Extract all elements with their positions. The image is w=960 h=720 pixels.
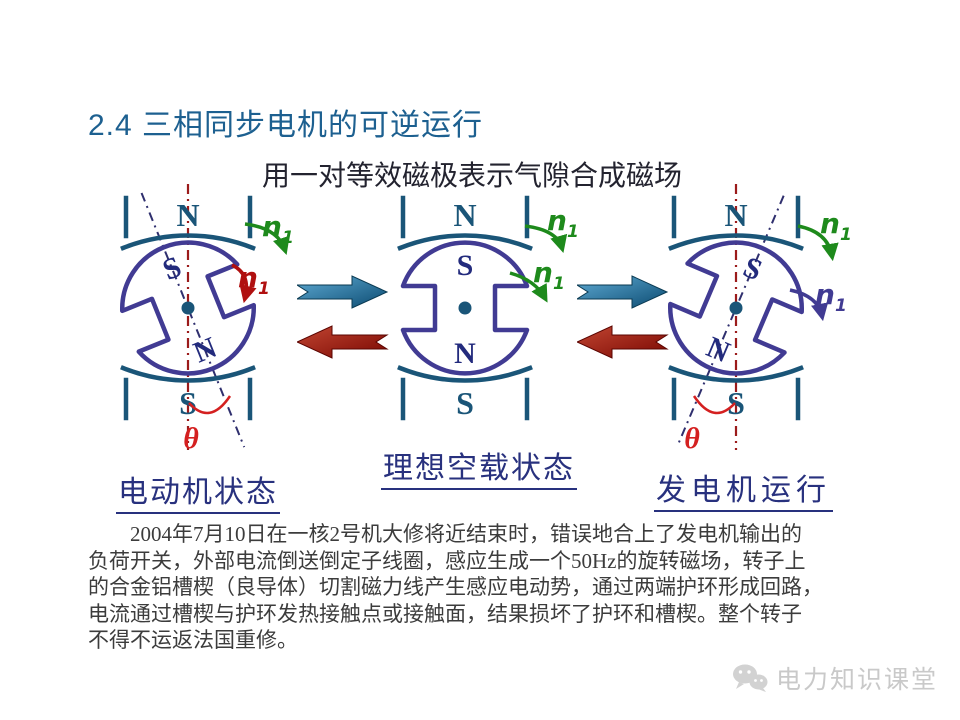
- forward-block-arrow-icon: [297, 275, 389, 309]
- watermark: 电力知识课堂: [732, 660, 938, 696]
- paragraph-line: 负荷开关，外部电流倒送倒定子线圈，感应生成一个50Hz的旋转磁场，转子上: [88, 548, 806, 573]
- body-paragraph: 2004年7月10日在一核2号机大修将近结束时，错误地合上了发电机输出的 负荷开…: [88, 521, 888, 654]
- stator-bottom-pole-label: S: [727, 385, 745, 421]
- rotor-rotation-arrow-icon: [789, 288, 829, 322]
- motor-state-diagram: S N N S θ n1 n1: [63, 184, 294, 455]
- rotor-speed-label: n1: [533, 256, 565, 294]
- stator-top-pole-label: N: [453, 197, 476, 233]
- caption-generator-state: 发电机运行: [654, 465, 833, 512]
- rotor-bottom-pole-label: N: [454, 337, 476, 370]
- transition-arrows-left: [297, 275, 389, 359]
- rotor-bottom-pole-label: N: [702, 330, 735, 369]
- forward-block-arrow-icon: [577, 275, 669, 309]
- caption-motor-state: 电动机状态: [116, 467, 280, 514]
- paragraph-line: 电流通过槽楔与护环发热接触点或接触面，结果损坏了护环和槽楔。整个转子: [88, 601, 802, 626]
- rotor-top-pole-label: S: [457, 249, 474, 282]
- generator-state-diagram: S N N S θ n1 n1: [611, 184, 852, 455]
- theta-angle-arc: [692, 395, 736, 415]
- paragraph-line: 2004年7月10日在一核2号机大修将近结束时，错误地合上了发电机输出的: [130, 522, 802, 546]
- field-rotation-arrow-icon: [244, 222, 290, 256]
- no-load-state-diagram: S N N S n1 n1: [340, 158, 579, 421]
- field-speed-label: n1: [547, 204, 579, 242]
- stator-top-pole-label: N: [724, 197, 747, 233]
- shaft-center-dot: [458, 301, 472, 315]
- shaft-center-dot: [729, 301, 743, 315]
- field-rotation-arrow-icon: [524, 224, 568, 254]
- rotor-axis-line: [140, 192, 246, 448]
- watermark-text: 电力知识课堂: [775, 666, 938, 694]
- rotor-rotation-arrow-icon: [509, 271, 548, 303]
- rotor-bottom-pole-label: N: [189, 331, 222, 370]
- theta-label: θ: [684, 422, 700, 455]
- theta-angle-arc: [188, 395, 232, 415]
- rotor-rotation-arrow-icon: [231, 263, 257, 304]
- shaft-center-dot: [181, 301, 195, 315]
- caption-no-load-state: 理想空载状态: [381, 443, 577, 490]
- reverse-block-arrow-icon: [577, 325, 669, 359]
- field-rotation-arrow-icon: [797, 224, 839, 262]
- slide-subtitle: 用一对等效磁极表示气隙合成磁场: [262, 161, 683, 192]
- rotor-speed-label: n1: [815, 278, 847, 316]
- wechat-icon: [732, 664, 768, 692]
- rotor-speed-label: n1: [238, 261, 270, 299]
- paragraph-line: 的合金铝槽楔（良导体）切割磁力线产生感应电动势，通过两端护环形成回路，: [88, 575, 823, 599]
- stator-top-pole-label: N: [176, 197, 199, 233]
- transition-arrows-right: [577, 275, 669, 359]
- reverse-block-arrow-icon: [297, 325, 389, 359]
- paragraph-line: 不得不运返法国重修。: [88, 628, 298, 652]
- rotor-top-pole-label: S: [158, 250, 186, 287]
- stator-bottom-pole-label: S: [456, 385, 474, 421]
- field-speed-label: n1: [820, 207, 852, 245]
- field-speed-label: n1: [262, 210, 294, 248]
- rotor-top-pole-label: S: [738, 250, 766, 287]
- rotor-group: S N: [403, 243, 527, 374]
- theta-label: θ: [183, 422, 199, 455]
- stator-bottom-pole-label: S: [179, 385, 197, 421]
- page-title: 2.4 三相同步电机的可逆运行: [88, 109, 484, 142]
